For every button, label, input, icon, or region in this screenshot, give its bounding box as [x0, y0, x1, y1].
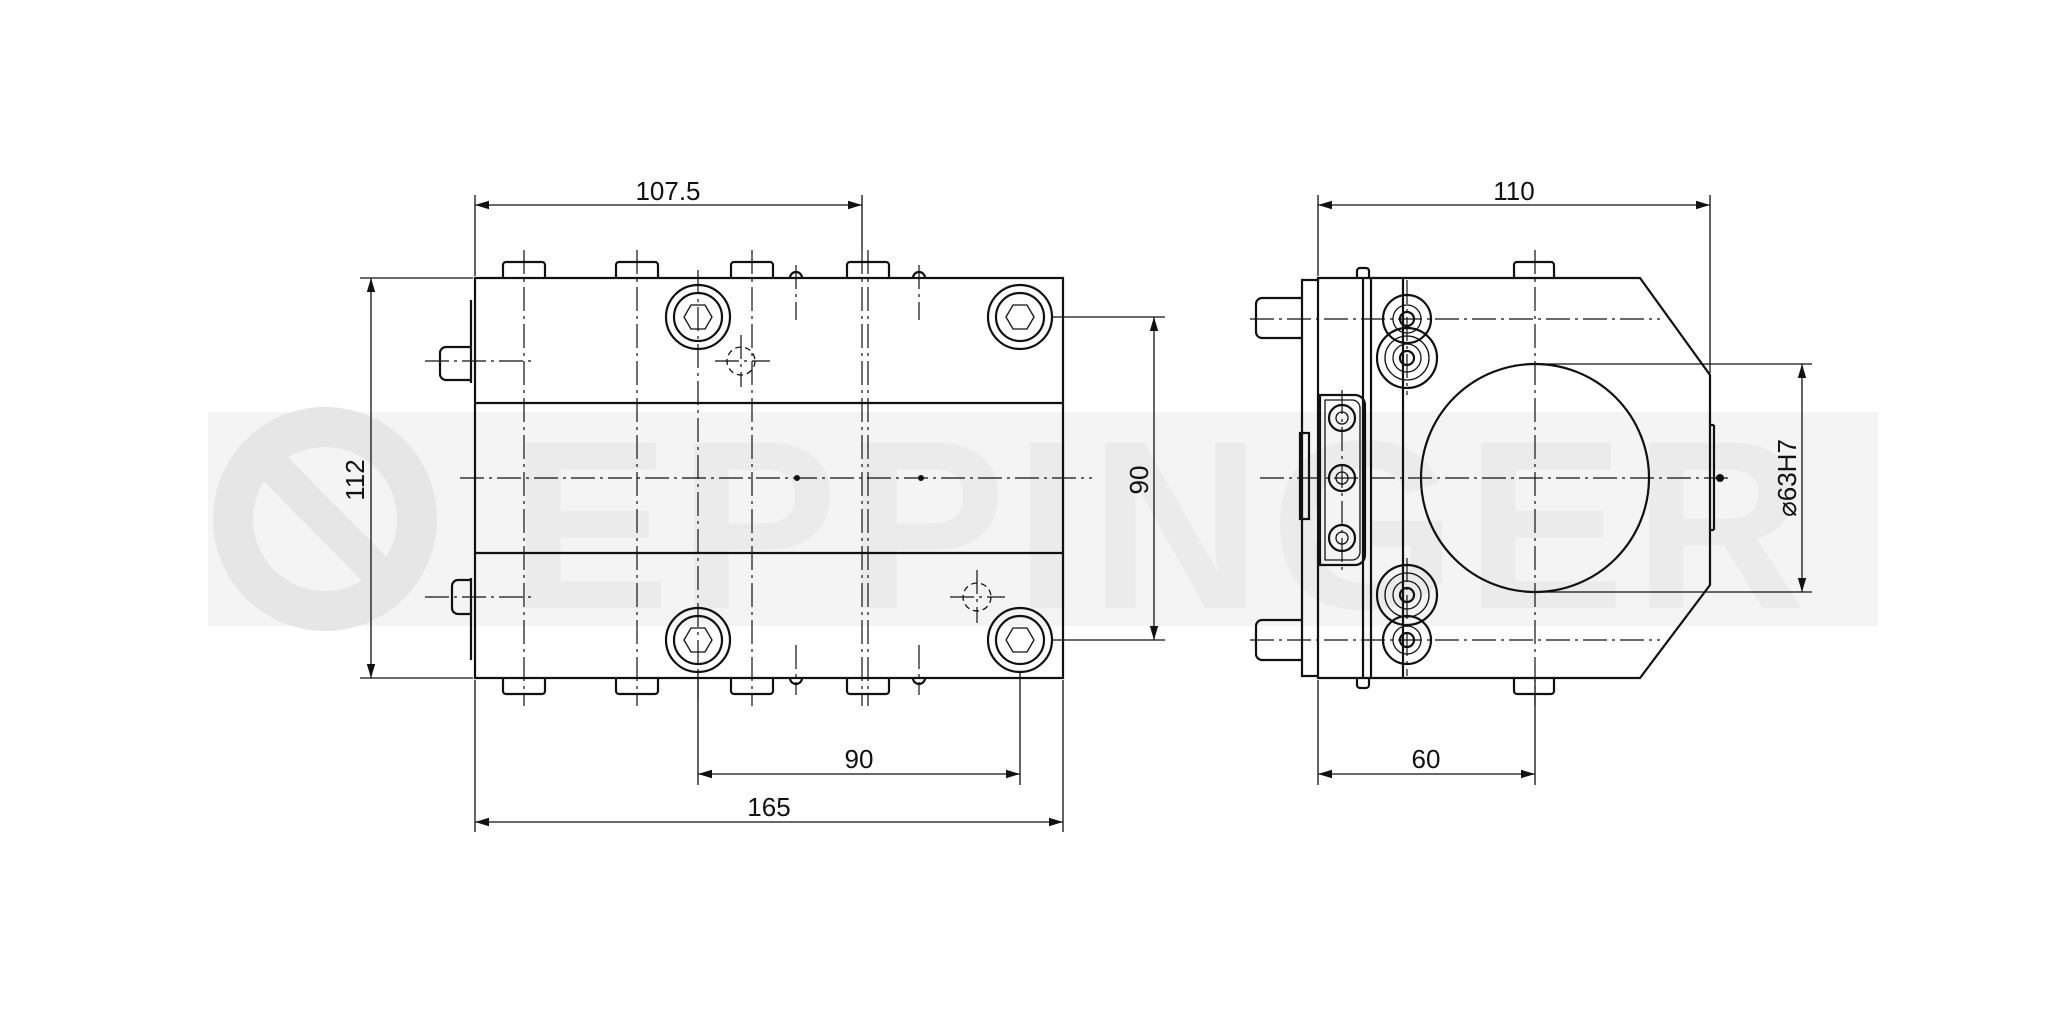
side-dim-60: 60: [1317, 680, 1536, 785]
side-flange-tab-bottom: [1355, 678, 1371, 690]
front-bolt-top-right: [986, 283, 1054, 351]
side-flange: [1300, 278, 1320, 678]
front-dim-112: 112: [340, 277, 473, 679]
dim-label-165: 165: [747, 792, 790, 822]
side-view: 110 ⌀63H7 60: [1250, 176, 1812, 785]
side-dim-bore: ⌀63H7: [1535, 363, 1812, 593]
watermark-text: EPPINGER: [510, 391, 1814, 659]
watermark-band: [208, 412, 1878, 626]
front-dim-90-vertical: 90: [1052, 316, 1165, 641]
front-pin-left-bottom: [450, 578, 471, 616]
front-view: 107.5 112 90 90 165: [340, 176, 1165, 832]
front-centerlines: [425, 250, 1092, 706]
dim-label-110: 110: [1493, 176, 1534, 206]
side-body-outline: [1316, 276, 1712, 680]
side-pin-top: [1254, 296, 1302, 340]
front-dim-90-horizontal: 90: [697, 672, 1021, 785]
front-dim-165: 165: [474, 680, 1064, 832]
front-pin-left-top: [438, 345, 471, 382]
side-dim-110: 110: [1317, 176, 1711, 373]
side-stud-bottom: [1512, 678, 1556, 696]
dim-label-60: 60: [1412, 744, 1441, 774]
front-dim-107-5: 107.5: [474, 176, 863, 276]
dim-label-90-vertical: 90: [1124, 466, 1154, 495]
side-flange-tab-top: [1355, 266, 1371, 278]
side-stud-top: [1512, 260, 1556, 278]
dim-label-bore-diameter: ⌀63H7: [1772, 439, 1802, 517]
dim-label-90-horizontal: 90: [845, 744, 874, 774]
side-centerlines: [1250, 250, 1732, 706]
dim-label-107-5: 107.5: [635, 176, 700, 206]
dim-label-112: 112: [340, 459, 370, 500]
